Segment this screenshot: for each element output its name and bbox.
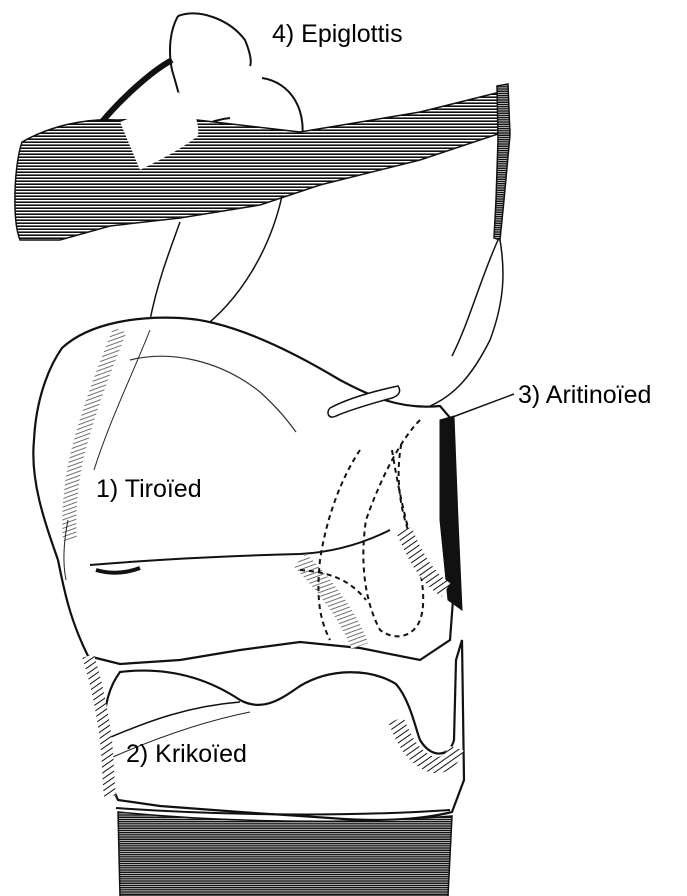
cricoid-cartilage	[88, 640, 464, 820]
hyoid-band	[15, 84, 510, 240]
label-epiglottis: 4) Epiglottis	[272, 22, 403, 47]
trachea-rings	[116, 808, 452, 896]
aritinoied-pointer-line	[450, 394, 514, 418]
label-tiroied: 1) Tiroïed	[96, 477, 202, 502]
label-krikoied: 2) Krikoïed	[126, 742, 247, 767]
label-aritinoied: 3) Aritinoïed	[518, 383, 651, 408]
